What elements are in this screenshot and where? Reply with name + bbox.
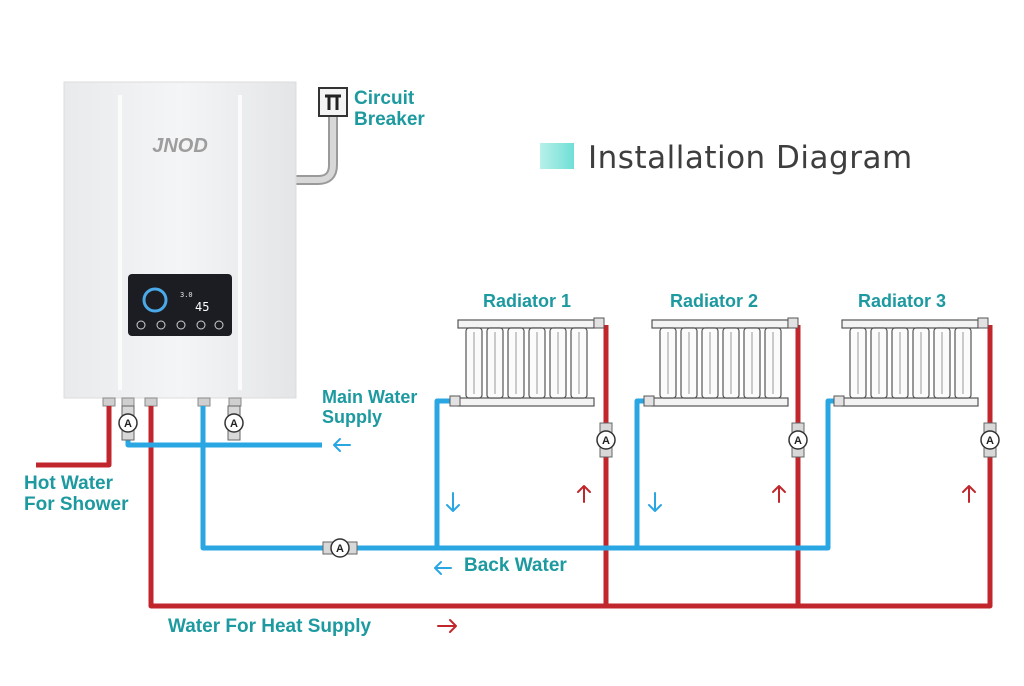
- radiator-1-label: Radiator 1: [483, 291, 572, 311]
- back-water-branch-1: [434, 398, 453, 548]
- up-arrow-1-icon: [577, 485, 591, 503]
- boiler-unit: JNOD 3.0 45: [63, 81, 297, 407]
- down-arrow-1-icon: [446, 492, 460, 512]
- circuit-breaker-label-line2: Breaker: [354, 108, 425, 130]
- main-supply-arrow-icon: [333, 438, 351, 452]
- valve-icon: A: [118, 405, 138, 441]
- hot-water-shower-pipe: [36, 406, 112, 468]
- hot-water-pipes: [36, 325, 993, 609]
- radiator-2-label: Radiator 2: [670, 291, 759, 311]
- up-arrow-3-icon: [962, 485, 976, 503]
- heat-supply-arrow-icon: [437, 619, 457, 633]
- hot-water-label-line1: Hot Water: [24, 473, 114, 494]
- circuit-breaker-label: Circuit Breaker: [354, 88, 425, 131]
- display-top-readout: 3.0: [180, 291, 193, 299]
- hot-water-label-line2: For Shower: [24, 493, 129, 515]
- radiator-1: [449, 317, 605, 407]
- main-water-supply-label-line2: Supply: [322, 406, 383, 427]
- hot-water-shower-label: Hot Water For Shower: [24, 473, 129, 516]
- valves-group: A A A A A A: [118, 405, 1000, 558]
- back-water-label: Back Water: [464, 555, 567, 576]
- valve-icon: A: [788, 422, 808, 458]
- valve-letter: A: [986, 435, 994, 447]
- diagram-title: Installation Diagram: [588, 140, 913, 176]
- valve-letter: A: [336, 543, 344, 555]
- pipe-network: [36, 325, 993, 609]
- up-arrow-2-icon: [772, 485, 786, 503]
- heat-supply-main-pipe: [148, 325, 993, 609]
- heat-supply-label: Water For Heat Supply: [168, 616, 372, 637]
- boiler-fittings: [102, 397, 242, 407]
- valve-letter: A: [230, 418, 238, 430]
- valve-icon: A: [596, 422, 616, 458]
- gauge-icon: [142, 287, 168, 313]
- valve-icon: A: [224, 405, 244, 441]
- back-water-arrow-icon: [434, 561, 452, 575]
- panel-buttons: [136, 320, 224, 330]
- radiator-3: [833, 317, 989, 407]
- valve-letter: A: [794, 435, 802, 447]
- valve-letter: A: [124, 418, 132, 430]
- back-water-branch-2: [634, 398, 652, 548]
- valve-icon: A: [322, 538, 358, 558]
- circuit-breaker-label-line1: Circuit: [354, 88, 415, 109]
- flow-arrows: [333, 438, 976, 633]
- breaker-conduit: [291, 110, 338, 185]
- radiator-2: [643, 317, 799, 407]
- brand-logo: JNOD: [152, 135, 208, 157]
- title-accent-swatch: [540, 143, 574, 169]
- back-water-main-pipe: [200, 398, 840, 551]
- radiator-3-label: Radiator 3: [858, 291, 947, 311]
- radiators-group: [449, 317, 989, 407]
- main-water-supply-label-line1: Main Water: [322, 387, 418, 407]
- display-temperature: 45: [195, 300, 209, 314]
- valve-icon: A: [980, 422, 1000, 458]
- down-arrow-2-icon: [648, 492, 662, 512]
- main-water-supply-label: Main Water Supply: [322, 387, 418, 428]
- circuit-breaker-icon: [318, 87, 348, 117]
- valve-letter: A: [602, 435, 610, 447]
